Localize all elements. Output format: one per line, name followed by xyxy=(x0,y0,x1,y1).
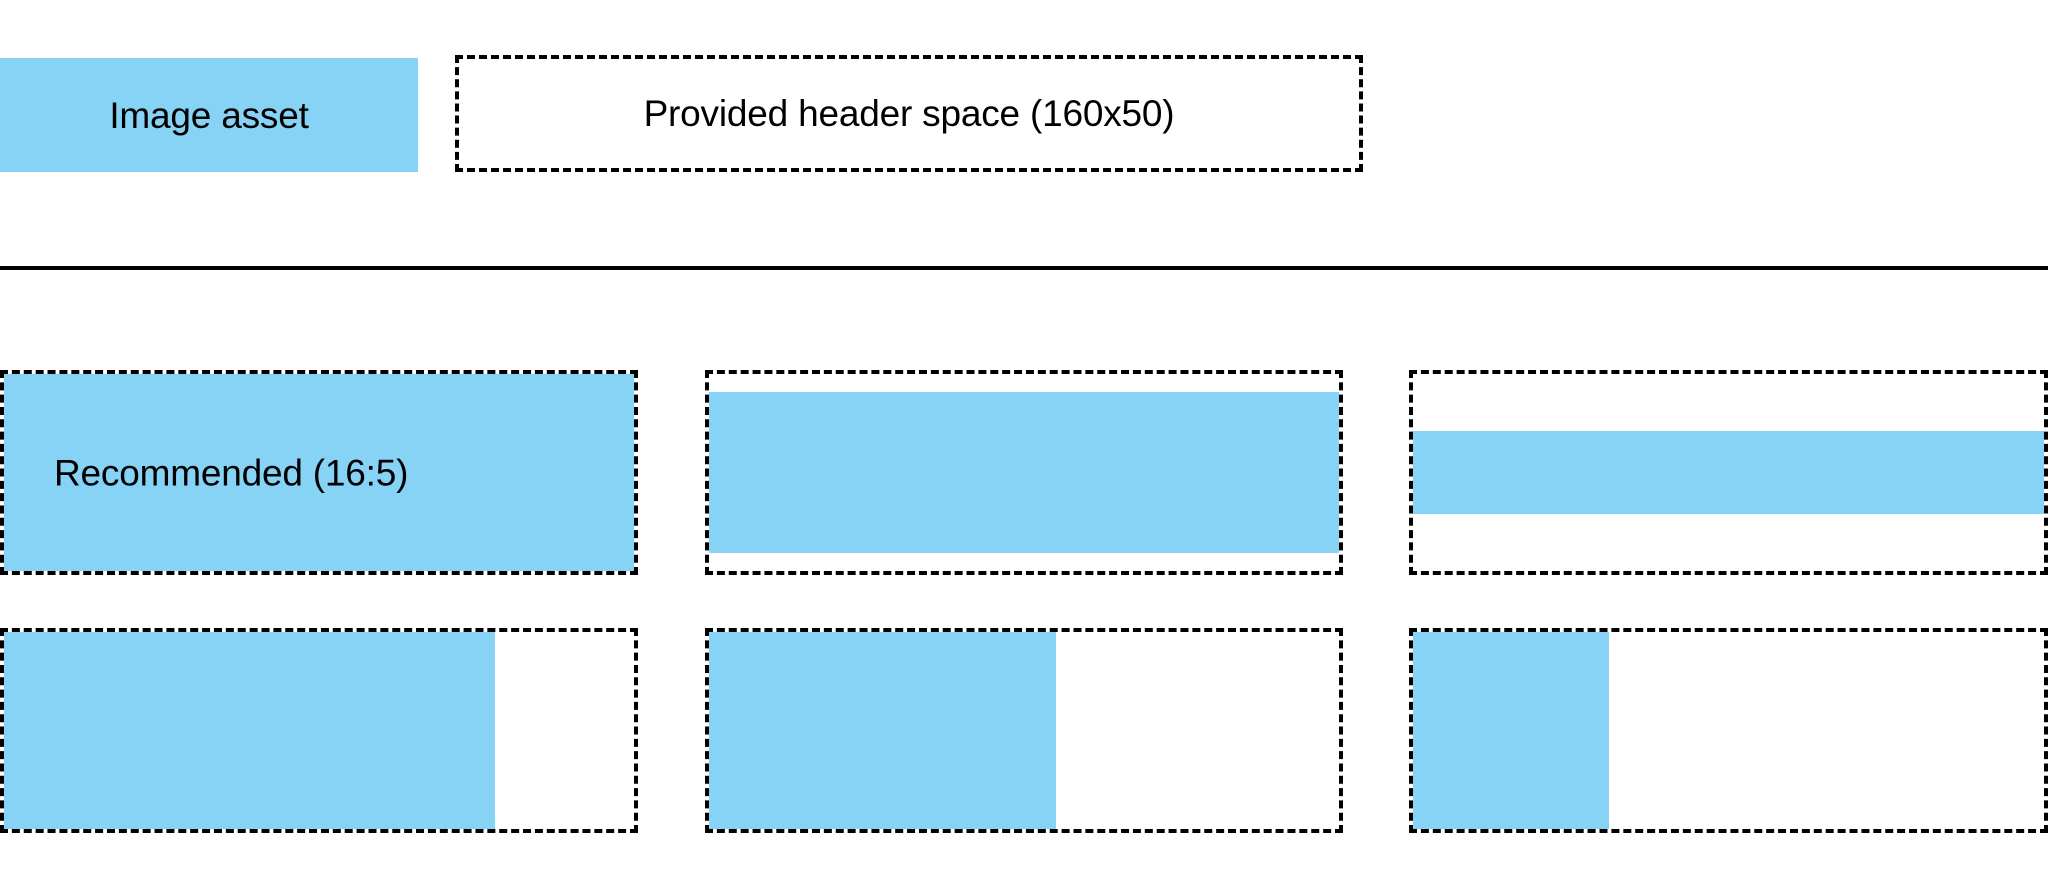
header-legend-band: Image asset Provided header space (160x5… xyxy=(0,0,2048,268)
ratio-cell-row2-col2 xyxy=(705,628,1343,833)
ratio-cell-row1-col1: Recommended (16:5) xyxy=(0,370,638,575)
ratio-cell-row1-col3 xyxy=(1409,370,2048,575)
ratio-fill-row1-col2 xyxy=(709,391,1339,554)
image-asset-swatch-label: Image asset xyxy=(109,94,309,136)
ratio-fill-row2-col3 xyxy=(1413,632,1609,829)
ratio-cell-row2-col3 xyxy=(1409,628,2048,833)
provided-header-space-label: Provided header space (160x50) xyxy=(643,93,1175,134)
ratio-example-grid: Recommended (16:5) xyxy=(0,268,2048,896)
section-divider-rule xyxy=(0,266,2048,270)
ratio-fill-row1-col1 xyxy=(4,374,634,571)
ratio-fill-row2-col1 xyxy=(4,632,496,829)
ratio-cell-row1-col2 xyxy=(705,370,1343,575)
image-asset-swatch: Image asset xyxy=(0,58,418,172)
ratio-fill-row2-col2 xyxy=(709,632,1056,829)
provided-header-space-box: Provided header space (160x50) xyxy=(455,55,1363,172)
recommended-ratio-label: Recommended (16:5) xyxy=(54,452,409,493)
ratio-fill-row1-col3 xyxy=(1413,431,2044,514)
ratio-cell-row2-col1 xyxy=(0,628,638,833)
